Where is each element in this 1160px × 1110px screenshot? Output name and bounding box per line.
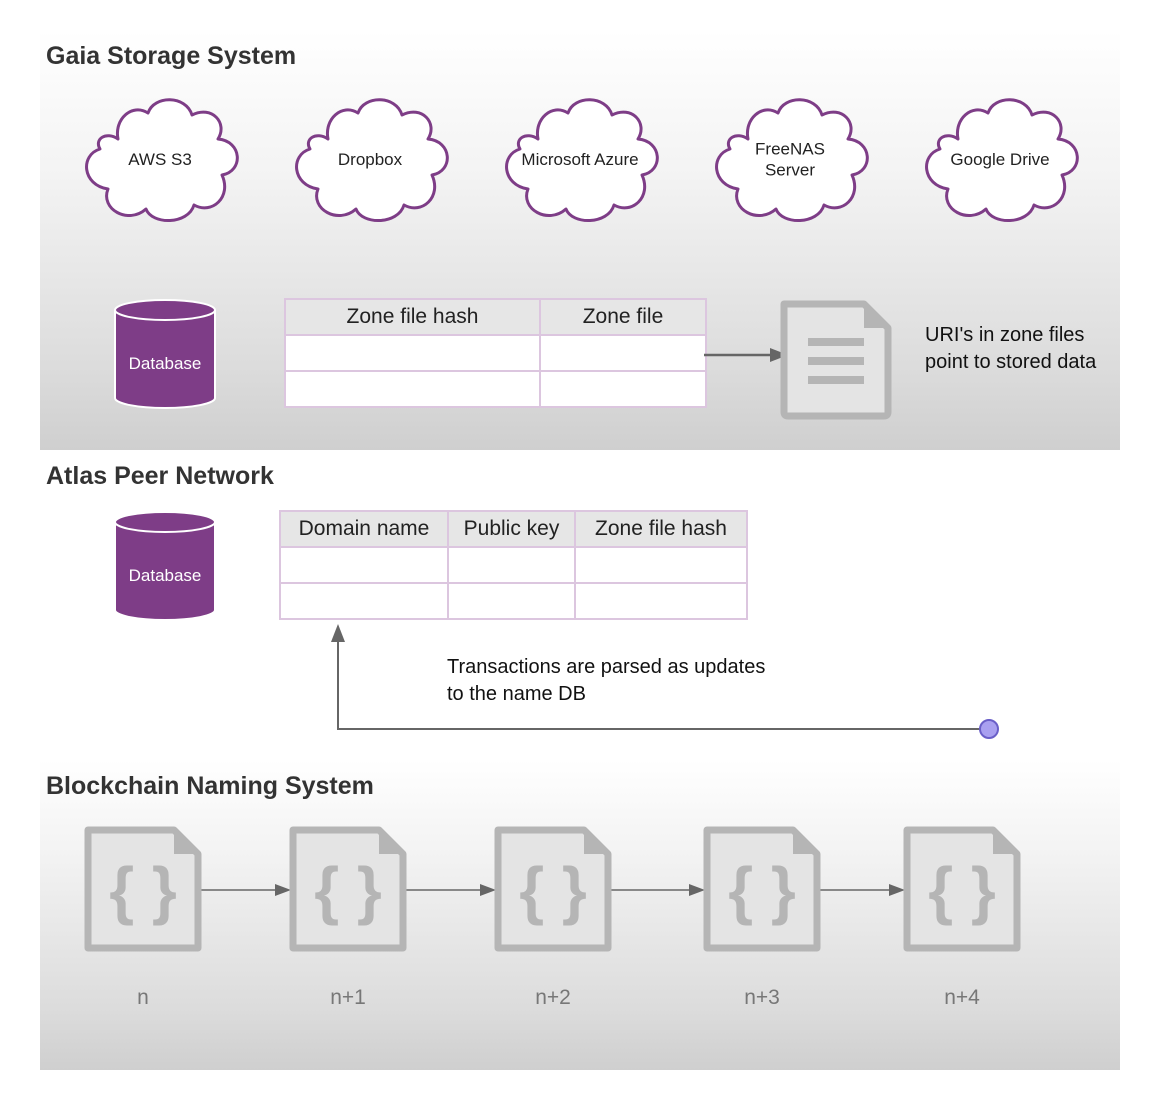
storage-provider-label: Dropbox	[338, 150, 403, 169]
table-cell	[279, 546, 449, 584]
name-table-header: Zone file hash	[574, 510, 748, 548]
braces-glyph: { }	[519, 854, 587, 926]
block-icon: { }	[84, 826, 202, 952]
table-cell	[284, 334, 541, 372]
table-row	[279, 582, 748, 620]
zone-table-header: Zone file hash	[284, 298, 541, 336]
atlas-section-title: Atlas Peer Network	[46, 462, 274, 490]
storage-provider-label: Microsoft Azure	[521, 150, 638, 169]
chain-arrowhead	[889, 884, 905, 896]
bns-section-title: Blockchain Naming System	[46, 772, 374, 800]
block-label: n+2	[535, 986, 571, 1009]
chain-arrowhead	[689, 884, 705, 896]
storage-provider-cloud: Dropbox	[295, 98, 449, 222]
storage-provider-cloud: AWS S3	[85, 98, 239, 222]
block-label: n+1	[330, 986, 366, 1009]
braces-glyph: { }	[728, 854, 796, 926]
chain-arrowhead	[480, 884, 496, 896]
name-table-header: Domain name	[279, 510, 449, 548]
gaia-section-title: Gaia Storage System	[46, 42, 297, 70]
braces-glyph: { }	[928, 854, 996, 926]
storage-providers: AWS S3 Dropbox Microsoft Azure FreeNAS Serve…	[85, 98, 1079, 222]
zone-file-note: URI's in zone files point to stored data	[925, 324, 1097, 373]
table-cell	[574, 546, 748, 584]
block-label: n+4	[944, 986, 980, 1009]
storage-provider-cloud: Google Drive	[925, 98, 1079, 222]
table-cell	[284, 370, 541, 408]
zone-table-header: Zone file	[539, 298, 707, 336]
block-label: n	[137, 986, 149, 1009]
storage-provider-label: Google Drive	[950, 150, 1049, 169]
table-cell	[447, 582, 576, 620]
braces-glyph: { }	[314, 854, 382, 926]
block-label: n+3	[744, 986, 780, 1009]
braces-glyph: { }	[109, 854, 177, 926]
name-table-header: Public key	[447, 510, 576, 548]
atlas-database-label: Database	[129, 566, 202, 585]
block-icon: { }	[903, 826, 1021, 952]
table-cell	[539, 334, 707, 372]
table-cell	[574, 582, 748, 620]
table-row	[284, 370, 707, 408]
block-icon: { }	[494, 826, 612, 952]
chain-arrowhead	[275, 884, 291, 896]
block-icon: { }	[289, 826, 407, 952]
table-row	[284, 334, 707, 372]
gaia-database-icon: Database	[114, 299, 216, 409]
storage-provider-label: AWS S3	[128, 150, 192, 169]
table-cell	[447, 546, 576, 584]
storage-provider-label: Server	[765, 161, 815, 180]
name-database-table: Domain name Public key Zone file hash	[279, 510, 748, 620]
storage-provider-cloud: Microsoft Azure	[505, 98, 659, 222]
zone-file-table: Zone file hash Zone file	[284, 298, 707, 408]
atlas-database-icon: Database	[114, 511, 216, 621]
table-row	[279, 546, 748, 584]
table-cell	[279, 582, 449, 620]
table-cell	[539, 370, 707, 408]
zone-file-arrow	[704, 348, 788, 362]
gaia-database-label: Database	[129, 354, 202, 373]
storage-provider-cloud: FreeNAS Server	[715, 98, 869, 222]
block-icon: { }	[703, 826, 821, 952]
storage-provider-label: FreeNAS	[755, 140, 825, 159]
document-icon	[780, 300, 892, 420]
